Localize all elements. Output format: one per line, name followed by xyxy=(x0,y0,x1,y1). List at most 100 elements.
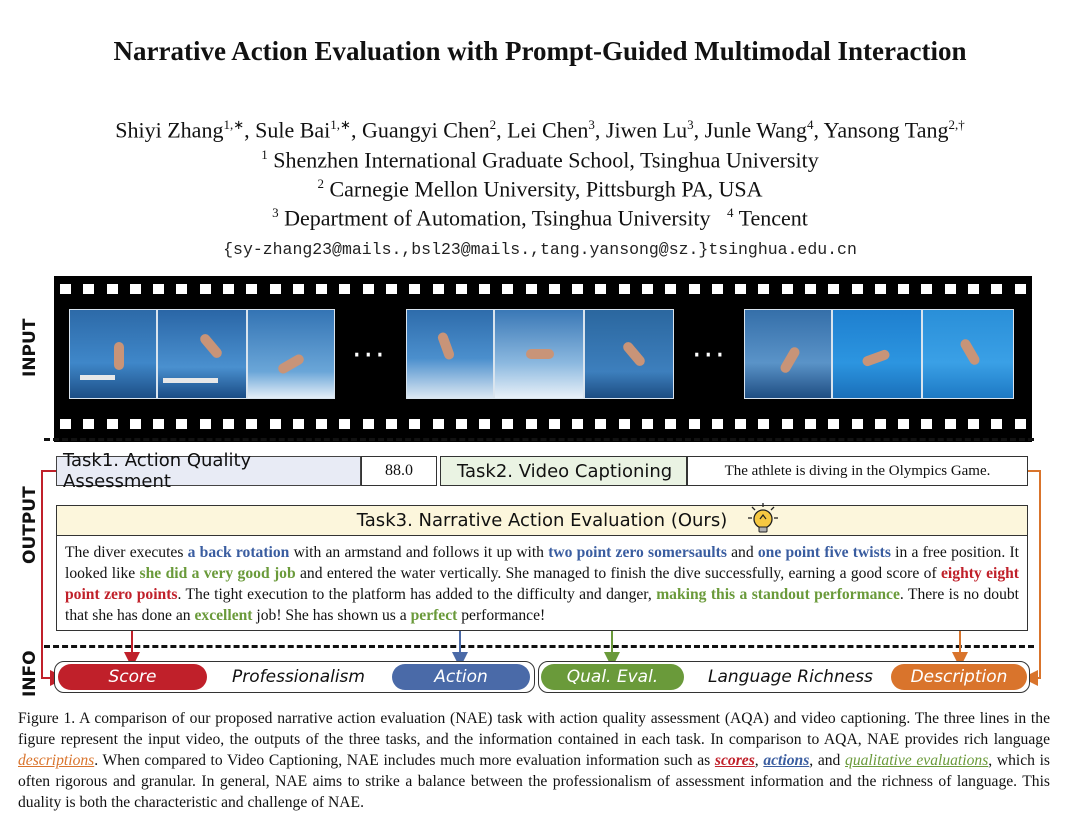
sprocket-hole xyxy=(1014,284,1026,294)
action-pill: Action xyxy=(392,664,530,690)
sprocket-hole xyxy=(1014,419,1026,429)
sprocket-hole xyxy=(316,284,328,294)
sprocket-hole xyxy=(292,284,304,294)
qual-eval-pill: Qual. Eval. xyxy=(541,664,684,690)
affiliation-1: 1 Shenzhen International Graduate School… xyxy=(0,147,1080,173)
sprocket-hole xyxy=(991,419,1003,429)
author: Lei Chen xyxy=(507,117,589,143)
affiliation-text: Department of Automation, Tsinghua Unive… xyxy=(284,205,711,231)
sprocket-hole xyxy=(292,419,304,429)
nae-segment: excellent xyxy=(194,607,253,624)
language-richness-label: Language Richness xyxy=(708,667,873,687)
description-pill: Description xyxy=(891,664,1027,690)
info-row-label: INFO xyxy=(20,650,40,697)
nae-segment: she did a very good job xyxy=(139,565,296,582)
sprocket-hole xyxy=(362,419,374,429)
affiliation-text: Carnegie Mellon University, Pittsburgh P… xyxy=(329,176,763,202)
video-frame xyxy=(247,309,335,399)
sprocket-hole xyxy=(874,419,886,429)
nae-segment: with an armstand and follows it up with xyxy=(289,544,549,561)
nae-segment: and entered the water vertically. She ma… xyxy=(295,565,942,582)
nae-segment: one point five twists xyxy=(757,544,891,561)
nae-segment: a back rotation xyxy=(187,544,290,561)
sprocket-hole xyxy=(758,419,770,429)
sprocket-row-top xyxy=(60,284,1026,294)
author: Jiwen Lu xyxy=(605,117,688,143)
video-frame xyxy=(406,309,494,399)
nae-segment: in a free position. It looked like xyxy=(65,544,1019,582)
video-frame xyxy=(584,309,674,399)
section-divider xyxy=(44,645,1034,648)
affiliation-3-4: 3 Department of Automation, Tsinghua Uni… xyxy=(0,205,1080,231)
ellipsis: ··· xyxy=(352,338,387,373)
sprocket-hole xyxy=(851,419,863,429)
sprocket-hole xyxy=(758,284,770,294)
sprocket-hole xyxy=(548,419,560,429)
caption-segment: , and xyxy=(809,752,846,769)
author-emails: {sy-zhang23@mails.,bsl23@mails.,tang.yan… xyxy=(223,240,857,259)
author-sup: 4 xyxy=(806,117,814,132)
author-sup: 2,† xyxy=(948,117,965,132)
sprocket-hole xyxy=(735,284,747,294)
sprocket-hole xyxy=(828,284,840,294)
nae-segment: and xyxy=(726,544,758,561)
video-frame xyxy=(832,309,922,399)
task2-caption-value: The athlete is diving in the Olympics Ga… xyxy=(687,456,1028,486)
author-sup: 1,∗ xyxy=(223,117,245,132)
author-sup: 2 xyxy=(489,117,497,132)
sprocket-hole xyxy=(595,419,607,429)
sprocket-hole xyxy=(129,284,141,294)
affiliation-2: 2 Carnegie Mellon University, Pittsburgh… xyxy=(0,176,1080,202)
sprocket-hole xyxy=(479,284,491,294)
sprocket-hole xyxy=(944,419,956,429)
sprocket-hole xyxy=(688,419,700,429)
sprocket-hole xyxy=(106,419,118,429)
author-sup: 1,∗ xyxy=(330,117,351,132)
sprocket-hole xyxy=(618,419,630,429)
sprocket-hole xyxy=(805,284,816,294)
sprocket-hole xyxy=(479,419,491,429)
video-frame xyxy=(69,309,157,399)
section-divider xyxy=(44,438,1034,441)
sprocket-hole xyxy=(502,419,514,429)
sprocket-hole xyxy=(805,419,816,429)
sprocket-hole xyxy=(711,419,723,429)
nae-segment: performance! xyxy=(457,607,546,624)
caption-segment: Figure 1. A comparison of our proposed n… xyxy=(18,710,1050,748)
output-row-label: OUTPUT xyxy=(20,486,40,564)
sprocket-hole xyxy=(106,284,118,294)
sprocket-hole xyxy=(339,284,351,294)
sprocket-hole xyxy=(409,419,421,429)
task1-score-value: 88.0 xyxy=(361,456,437,486)
video-frame xyxy=(494,309,584,399)
nae-segment: job! She has shown us a xyxy=(252,607,411,624)
sprocket-hole xyxy=(199,419,211,429)
author-sup: 3 xyxy=(687,117,694,132)
sprocket-hole xyxy=(455,284,467,294)
video-frame xyxy=(922,309,1014,399)
affiliation-text: Tencent xyxy=(738,205,808,231)
author-list: Shiyi Zhang1,∗, Sule Bai1,∗, Guangyi Che… xyxy=(115,117,965,143)
sprocket-hole xyxy=(60,284,71,294)
sprocket-hole xyxy=(176,284,188,294)
sprocket-hole xyxy=(642,284,654,294)
sprocket-hole xyxy=(385,419,397,429)
affiliation-sup: 2 xyxy=(317,176,324,191)
input-row-label: INPUT xyxy=(20,318,40,377)
sprocket-hole xyxy=(688,284,700,294)
nae-segment: . There is no doubt that she has done an xyxy=(65,586,1019,624)
paper-title: Narrative Action Evaluation with Prompt-… xyxy=(113,36,967,66)
sprocket-hole xyxy=(222,284,234,294)
caption-segment: . When compared to Video Captioning, NAE… xyxy=(94,752,715,769)
affiliation-sup: 1 xyxy=(261,147,268,162)
caption-segment: descriptions xyxy=(18,752,95,769)
sprocket-row-bottom xyxy=(60,419,1026,429)
sprocket-hole xyxy=(455,419,467,429)
sprocket-hole xyxy=(967,419,979,429)
sprocket-hole xyxy=(735,419,747,429)
sprocket-hole xyxy=(618,284,630,294)
sprocket-hole xyxy=(222,419,234,429)
sprocket-hole xyxy=(898,284,910,294)
sprocket-hole xyxy=(967,284,979,294)
sprocket-hole xyxy=(502,284,514,294)
